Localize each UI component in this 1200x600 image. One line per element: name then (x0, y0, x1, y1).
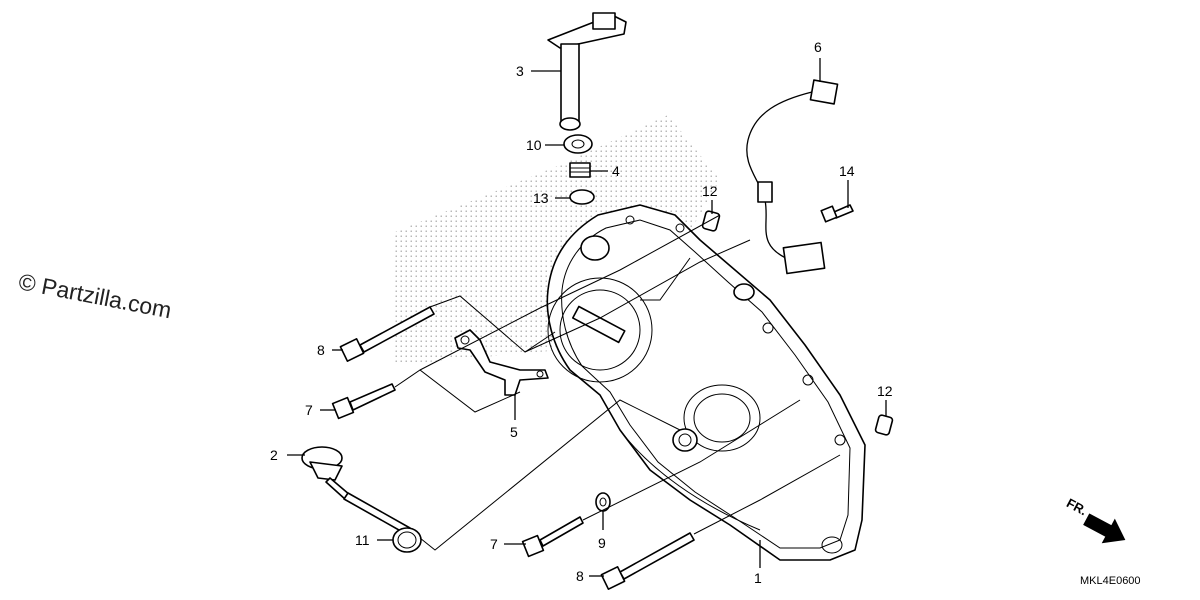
watermark-group: © Partzilla.com (17, 268, 174, 323)
bolt-14-part (820, 204, 854, 223)
bolt-7-lower (521, 516, 584, 558)
bolt-7-upper (331, 383, 396, 420)
callout-9: 9 (598, 535, 606, 551)
assembly-guide-lines (394, 214, 841, 551)
spring-washer-part (569, 189, 595, 205)
front-direction-indicator: FR. (1064, 495, 1126, 544)
callout-6: 6 (814, 39, 822, 55)
callout-12-upper: 12 (702, 183, 718, 199)
callout-12-lower: 12 (877, 383, 893, 399)
leader-lines (287, 58, 887, 577)
callout-11: 11 (355, 532, 370, 548)
callout-2: 2 (270, 447, 278, 463)
oil-seal-part (563, 134, 593, 154)
callout-8-lower: 8 (576, 568, 584, 584)
callout-3: 3 (516, 63, 524, 79)
callout-13: 13 (533, 190, 549, 206)
callout-4: 4 (612, 163, 620, 179)
callout-10: 10 (526, 137, 542, 153)
callout-14: 14 (839, 163, 855, 179)
bracket-part (454, 329, 549, 396)
callout-7-upper: 7 (305, 402, 313, 418)
callout-7-lower: 7 (490, 536, 498, 552)
callout-labels: 1 2 3 4 5 6 7 7 8 8 9 10 11 12 12 13 14 (270, 39, 893, 586)
callout-5: 5 (510, 424, 518, 440)
bolt-8-upper (339, 306, 435, 362)
watermark-text: © Partzilla.com (17, 268, 174, 323)
spring-part (569, 162, 591, 178)
front-arrow-icon (1083, 513, 1126, 544)
dowel-pin-lower (874, 414, 894, 436)
sensor-part (746, 79, 839, 275)
oil-dipstick-part (301, 446, 411, 535)
arm-shaft-part (547, 12, 627, 131)
callout-8-upper: 8 (317, 342, 325, 358)
right-crankcase-cover (546, 204, 866, 561)
washer-part (595, 492, 611, 512)
callout-1: 1 (754, 570, 762, 586)
dowel-pin-upper (701, 210, 721, 232)
bolt-8-lower (600, 532, 695, 590)
drawing-code: MKL4E0600 (1080, 575, 1141, 587)
front-marker-text: FR. (1064, 495, 1090, 518)
o-ring-part (392, 527, 422, 553)
